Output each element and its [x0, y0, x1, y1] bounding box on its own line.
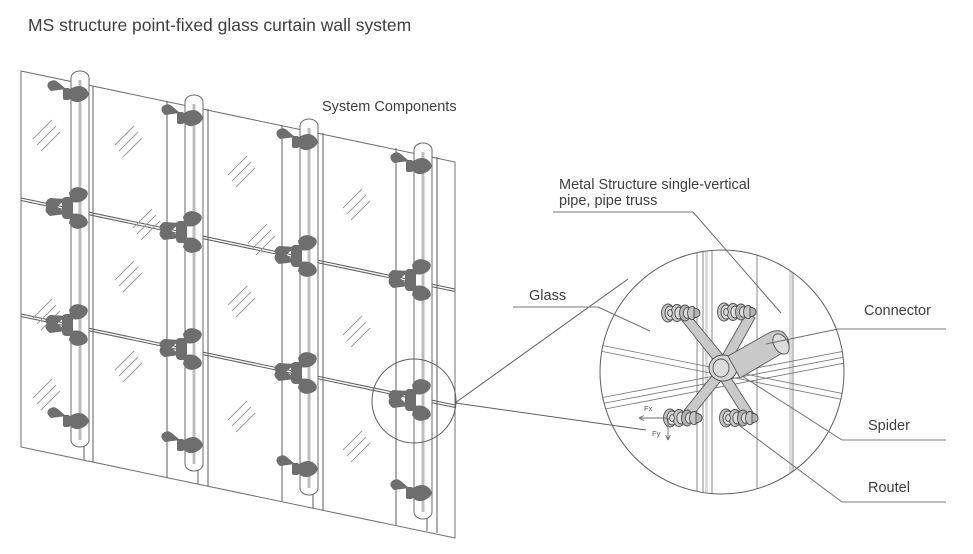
callout-connector-label: Connector	[864, 303, 931, 319]
callout-routel: Routel	[735, 422, 946, 503]
page-title: MS structure point-fixed glass curtain w…	[28, 15, 411, 35]
callout-glass-label: Glass	[529, 288, 566, 304]
callout-metal-structure-line2: pipe, pipe truss	[559, 193, 657, 209]
callout-glass: Glass	[513, 288, 651, 332]
callout-leader	[735, 422, 843, 503]
callout-leader	[741, 375, 843, 441]
glass-reflection-hatch	[32, 119, 371, 463]
callout-connector: Connector	[765, 303, 946, 345]
callout-leader	[765, 328, 839, 345]
callout-metal-structure: Metal Structure single-vertical pipe, pi…	[553, 177, 782, 314]
callout-spider-label: Spider	[868, 418, 910, 434]
detail-view: Fx Fy	[599, 249, 845, 495]
mullion-pipes	[70, 70, 433, 520]
magnifier-leader	[454, 278, 647, 431]
callout-metal-structure-line1: Metal Structure single-vertical	[559, 177, 750, 193]
force-fy-label: Fy	[652, 429, 661, 438]
curtain-wall-assembly	[20, 70, 457, 539]
detail-marker-circle	[371, 358, 457, 444]
callout-leader	[692, 211, 782, 314]
force-fx-label: Fx	[644, 404, 653, 413]
force-arrows: Fx Fy	[638, 404, 671, 441]
detail-circle-outline	[599, 249, 845, 495]
callout-routel-label: Routel	[868, 480, 910, 496]
callout-spider: Spider	[741, 375, 946, 441]
section-caption: System Components	[322, 99, 457, 115]
spider-assembly	[675, 307, 790, 425]
callout-leader	[597, 306, 651, 332]
routel-bolt	[661, 303, 701, 323]
